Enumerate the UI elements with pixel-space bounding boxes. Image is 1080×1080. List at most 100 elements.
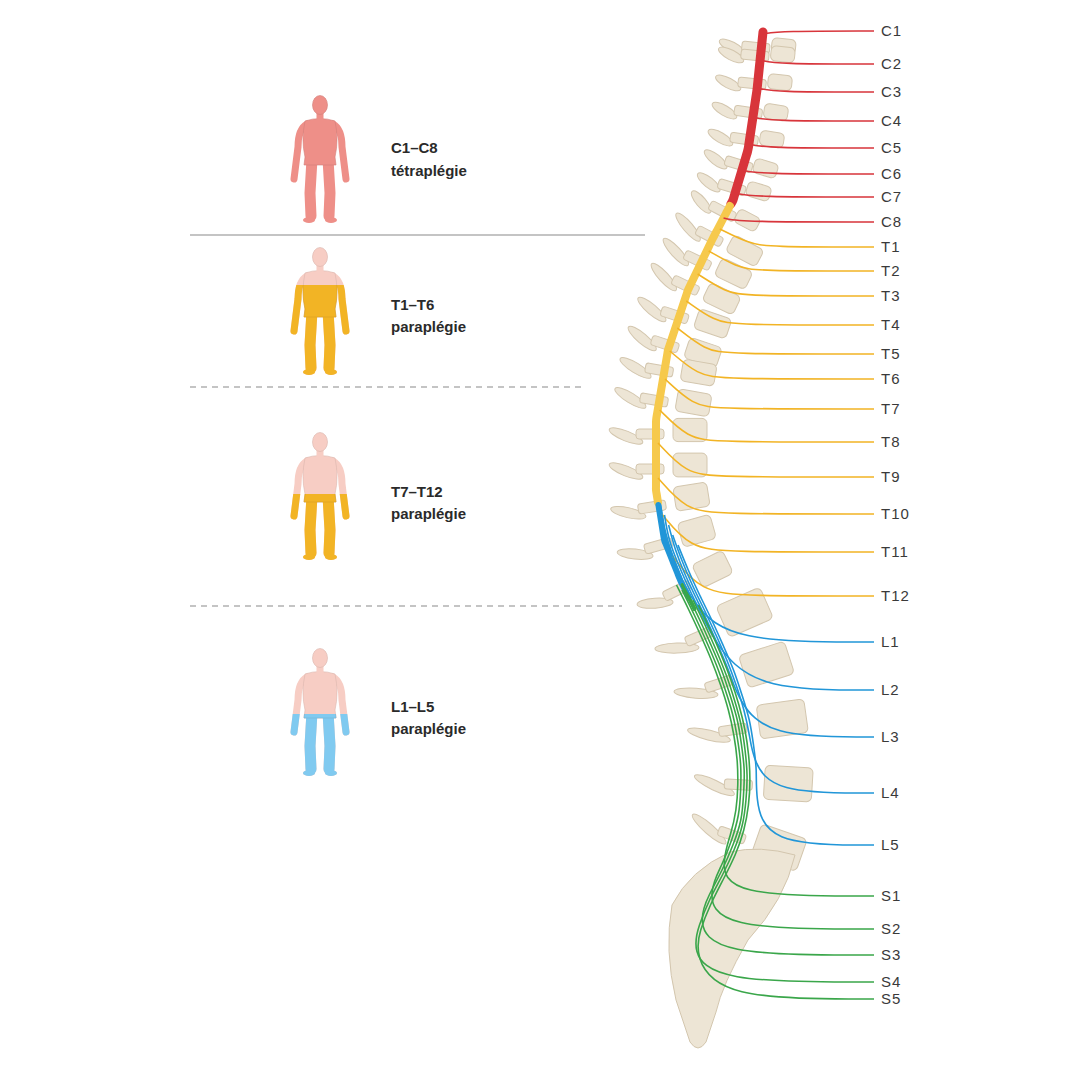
spinal-nerve [698,274,874,296]
spinal-nerve [673,535,874,793]
vertebral-body [756,699,808,739]
label-slot: L1–L5 [391,698,434,716]
vertebral-body [673,418,707,441]
figure-torso [303,456,337,503]
figure-leg [310,311,312,368]
figure-leg [328,714,330,769]
label-slot: T11 [881,543,909,560]
figure-foot [325,770,337,776]
label-slot: paraplégie [391,318,466,336]
vertebral-body [745,181,772,202]
label-slot: C1–C8 [391,139,438,157]
spinal-nerve [749,144,874,148]
spinal-nerve [693,600,874,982]
segment-label: C2 [881,55,902,72]
vertebral-body [767,74,792,91]
label-slot: T5 [881,345,901,362]
figure-foot [303,770,315,776]
label-slot: C7 [881,188,902,205]
vertebral-body [752,158,779,179]
figure-leg [328,496,330,553]
spinal-nerve [677,328,874,354]
label-slot: C3 [881,83,902,100]
figure-foot [303,770,315,776]
figure-foot [303,217,315,223]
spinal-nerve [698,605,874,999]
label-slot: paraplégie [391,505,466,523]
segment-label: T1 [881,238,901,255]
figure-leg [310,496,312,553]
figure-torso [303,119,337,166]
figure-foot [303,369,315,375]
figure-head [313,96,328,115]
figure-foot [325,554,337,560]
paralysed-region [294,714,346,776]
label-slot: S3 [881,946,901,963]
label-slot: S2 [881,920,901,937]
paralysed-region [294,285,346,375]
segment-label: T9 [881,468,901,485]
separator-dashed [190,386,583,387]
segment-label: C4 [881,112,902,129]
vertebral-body [702,282,741,315]
figure-leg [328,311,330,368]
segment-label: T3 [881,287,901,304]
injury-level-label: paraplégie [391,505,466,523]
figure-torso [303,494,337,502]
spinal-nerve [665,379,874,409]
segment-label: T7 [881,400,901,417]
segment-label: T11 [881,543,909,560]
label-slot: T1 [881,238,901,255]
label-slot: T1–T6 [391,296,434,314]
segment-label: C6 [881,165,902,182]
figure-foot [325,554,337,560]
label-slot: C6 [881,165,902,182]
figure-foot [325,217,337,223]
body-figure [294,96,346,224]
figure-leg [310,496,312,553]
injury-level-label: C1–C8 [391,139,438,157]
vertebral-body [770,46,795,63]
label-slot: T8 [881,433,901,450]
spinal-nerve [735,193,874,197]
thoracic-cord [656,206,730,502]
segment-label: L4 [881,784,900,801]
segment-label: T12 [881,587,910,604]
figure-foot [303,369,315,375]
segment-label: S5 [881,990,901,1007]
segment-label: S2 [881,920,901,937]
spinal-nerve [670,351,874,379]
label-slot: tétraplégie [391,162,467,180]
injury-level-label: paraplégie [391,720,466,738]
label-slot: paraplégie [391,720,466,738]
spinal-nerve [686,301,874,325]
figure-leg [310,714,312,769]
segment-label: T8 [881,433,901,450]
spinal-nerve [763,31,874,34]
spinal-nerve [672,556,874,596]
segment-label: T4 [881,316,901,333]
label-slot: T3 [881,287,901,304]
spinal-nerve [682,590,874,929]
figure-foot [325,770,337,776]
body-figure [294,649,346,777]
separator-dashed [190,605,622,606]
spinal-nerve [660,410,874,442]
segment-label: C5 [881,139,902,156]
spinal-nerve [658,478,874,514]
spinal-nerve [677,585,875,896]
label-slot: L3 [881,728,900,745]
segment-label: S1 [881,887,901,904]
label-slot: L2 [881,681,900,698]
figure-torso [303,672,337,719]
segment-label: S3 [881,946,901,963]
injury-level-label: L1–L5 [391,698,434,716]
label-slot: L1 [881,633,900,650]
label-slot: T2 [881,262,901,279]
label-slot: T12 [881,587,910,604]
label-slot: C5 [881,139,902,156]
spinal-nerve [678,545,874,845]
